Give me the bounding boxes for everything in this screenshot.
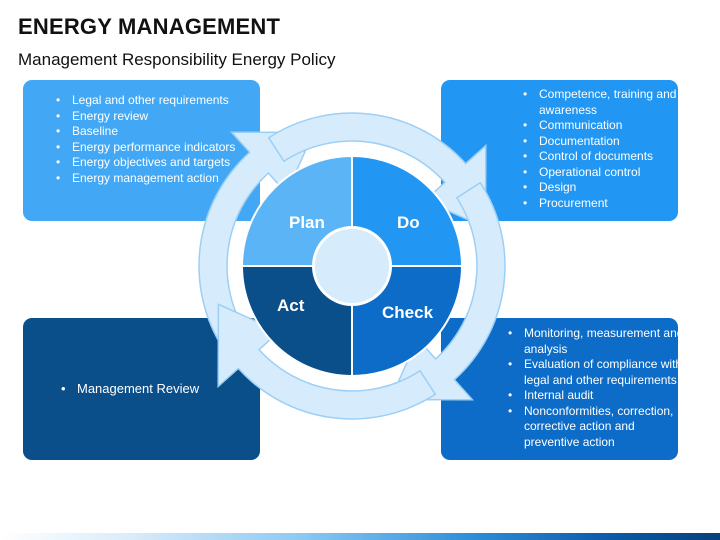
plan-label: Plan (289, 213, 325, 232)
check-details-box: Monitoring, measurement and analysis Eva… (441, 318, 683, 460)
list-item: Baseline (56, 124, 260, 140)
do-details-list: Competence, training and awareness Commu… (523, 87, 689, 211)
act-label: Act (277, 296, 305, 315)
list-item: Procurement (523, 196, 689, 212)
list-item: Management Review (61, 381, 199, 397)
list-item: Communication (523, 118, 689, 134)
act-details-list: Management Review (61, 381, 199, 397)
list-item: Operational control (523, 165, 689, 181)
list-item: Internal audit (508, 388, 692, 404)
list-item: Legal and other requirements (56, 93, 260, 109)
list-item: Energy objectives and targets (56, 155, 260, 171)
list-item: Documentation (523, 134, 689, 150)
list-item: Nonconformities, correction, corrective … (508, 404, 692, 451)
list-item: Evaluation of compliance with legal and … (508, 357, 692, 388)
list-item: Design (523, 180, 689, 196)
list-item: Energy management action (56, 171, 260, 187)
center-hub (313, 227, 391, 305)
cycle-quadrants (240, 154, 464, 378)
list-item: Energy performance indicators (56, 140, 260, 156)
list-item: Control of documents (523, 149, 689, 165)
page-title: ENERGY MANAGEMENT (18, 14, 281, 39)
list-item: Monitoring, measurement and analysis (508, 326, 692, 357)
plan-details-box: Legal and other requirements Energy revi… (23, 80, 260, 221)
list-item: Competence, training and awareness (523, 87, 689, 118)
page-subtitle: Management Responsibility Energy Policy (18, 50, 336, 69)
plan-details-list: Legal and other requirements Energy revi… (56, 93, 260, 186)
footer-gradient-bar (0, 533, 720, 540)
list-item: Energy review (56, 109, 260, 125)
do-label: Do (397, 213, 420, 232)
check-details-list: Monitoring, measurement and analysis Eva… (508, 326, 692, 450)
check-label: Check (382, 303, 434, 322)
